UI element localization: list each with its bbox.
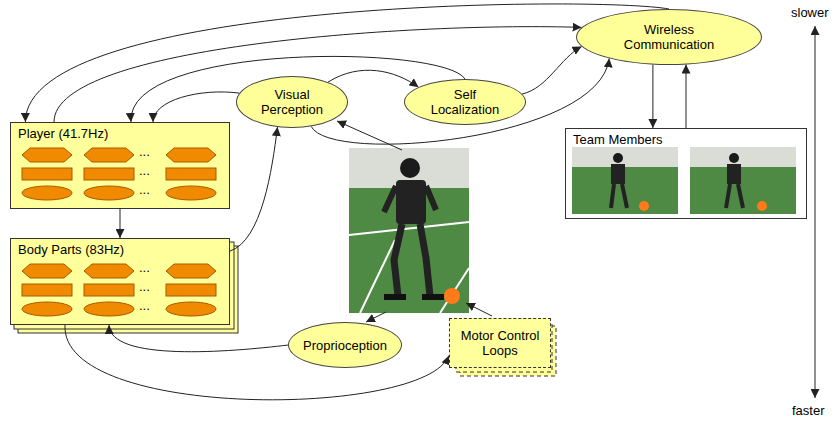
ellipsis-mark: ... xyxy=(139,163,150,178)
robot-foot xyxy=(422,294,444,300)
ellipsis-mark: ... xyxy=(139,144,150,159)
stacked-box: Body Parts (83Hz) xyxy=(10,238,230,325)
robot-torso xyxy=(727,164,741,184)
robot-head xyxy=(400,158,420,178)
speed-axis-arrow xyxy=(815,26,816,398)
field xyxy=(572,147,678,214)
robot-arm xyxy=(384,186,436,212)
connector-arrow xyxy=(328,70,419,87)
process-ellipse: Wireless Communication xyxy=(576,9,762,65)
robot-foot xyxy=(384,294,406,300)
connector-arrow xyxy=(522,47,582,95)
robot-leg xyxy=(394,224,430,296)
module-hexagon xyxy=(166,148,216,162)
box-title: Body Parts (83Hz) xyxy=(18,242,124,257)
team-photo xyxy=(572,147,678,214)
ellipsis-mark: ... xyxy=(139,260,150,275)
box-title: Team Members xyxy=(573,132,663,147)
module-rect xyxy=(22,284,72,296)
ball xyxy=(639,201,649,211)
stacked-dashed-box: Motor Control Loops xyxy=(449,318,551,368)
field-line xyxy=(349,222,469,313)
module-hexagon xyxy=(84,264,134,278)
connector-arrow xyxy=(230,127,278,251)
module-rect xyxy=(84,168,134,180)
module-hexagon xyxy=(22,264,72,278)
ellipsis-mark: ... xyxy=(139,279,150,294)
robot-head xyxy=(729,153,739,163)
node-label: Proprioception xyxy=(303,338,387,353)
process-ellipse: Visual Perception xyxy=(236,76,348,128)
background-wall xyxy=(690,147,796,167)
sensor-arrow xyxy=(366,312,386,322)
actuator-arrow xyxy=(466,303,492,316)
connector-arrow xyxy=(652,65,653,128)
module-ellipse xyxy=(166,302,216,316)
module-box: Player (41.7Hz) xyxy=(10,122,230,209)
team-photo xyxy=(690,147,796,214)
robot-head xyxy=(613,153,623,163)
ball xyxy=(444,288,460,304)
box-fill xyxy=(10,238,230,325)
robot-torso xyxy=(396,180,426,224)
module-hexagon xyxy=(84,148,134,162)
connector-arrow xyxy=(153,92,239,122)
module-ellipse xyxy=(22,302,72,316)
axis-label: slower xyxy=(791,5,829,20)
module-ellipse xyxy=(22,186,72,200)
process-ellipse: Self Localization xyxy=(404,79,525,125)
robot-leg xyxy=(611,184,627,208)
module-rect xyxy=(84,284,134,296)
module-ellipse xyxy=(84,302,134,316)
photo-arrows xyxy=(337,26,815,398)
connector-arrow xyxy=(120,209,121,238)
module-shapes xyxy=(22,148,216,200)
process-ellipse: Proprioception xyxy=(288,322,401,368)
node-label: Self Localization xyxy=(420,87,510,117)
field xyxy=(690,147,796,214)
connector-arrow xyxy=(686,65,687,129)
module-rect xyxy=(22,168,72,180)
field xyxy=(349,148,469,313)
node-label: Motor Control Loops xyxy=(455,328,545,358)
module-ellipse xyxy=(166,186,216,200)
ball xyxy=(757,201,767,211)
robot-photo xyxy=(349,148,469,313)
ellipsis-mark: ... xyxy=(139,182,150,197)
robot-torso xyxy=(611,164,625,184)
module-hexagon xyxy=(166,264,216,278)
connector-arrow xyxy=(109,325,288,352)
box-title: Player (41.7Hz) xyxy=(18,126,108,141)
node-label: Visual Perception xyxy=(252,87,332,117)
axis-label: faster xyxy=(792,403,825,418)
module-hexagon xyxy=(22,148,72,162)
module-ellipse xyxy=(84,186,134,200)
robot-leg xyxy=(726,184,743,208)
ellipsis-mark: ... xyxy=(139,298,150,313)
module-rect xyxy=(166,168,216,180)
module-rect xyxy=(166,284,216,296)
group-box: Team Members xyxy=(565,128,807,219)
box-fill xyxy=(10,122,230,209)
module-shapes xyxy=(22,264,216,316)
node-label: Wireless Communication xyxy=(609,22,729,52)
sensor-arrow xyxy=(337,121,402,150)
